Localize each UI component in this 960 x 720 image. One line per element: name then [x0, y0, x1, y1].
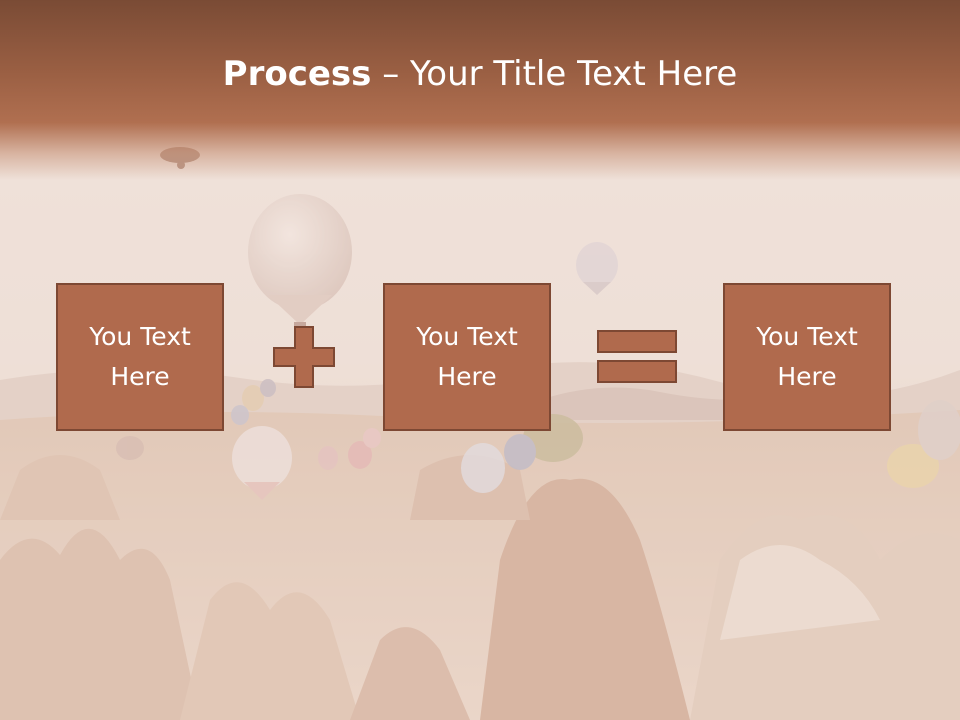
slide-title: Process – Your Title Text Here	[0, 52, 960, 96]
title-bold-text: Process	[222, 54, 372, 94]
text-box-1-label: You Text Here	[89, 322, 191, 391]
title-dash: –	[371, 54, 411, 94]
text-box-2[interactable]: You Text Here	[383, 283, 551, 431]
text-box-1[interactable]: You Text Here	[56, 283, 224, 431]
text-box-3-label: You Text Here	[756, 322, 858, 391]
equals-icon	[597, 330, 677, 383]
text-box-3[interactable]: You Text Here	[723, 283, 891, 431]
title-bar	[0, 0, 960, 180]
text-box-2-label: You Text Here	[416, 322, 518, 391]
plus-icon	[273, 326, 335, 388]
title-rest-text: Your Title Text Here	[410, 54, 738, 94]
